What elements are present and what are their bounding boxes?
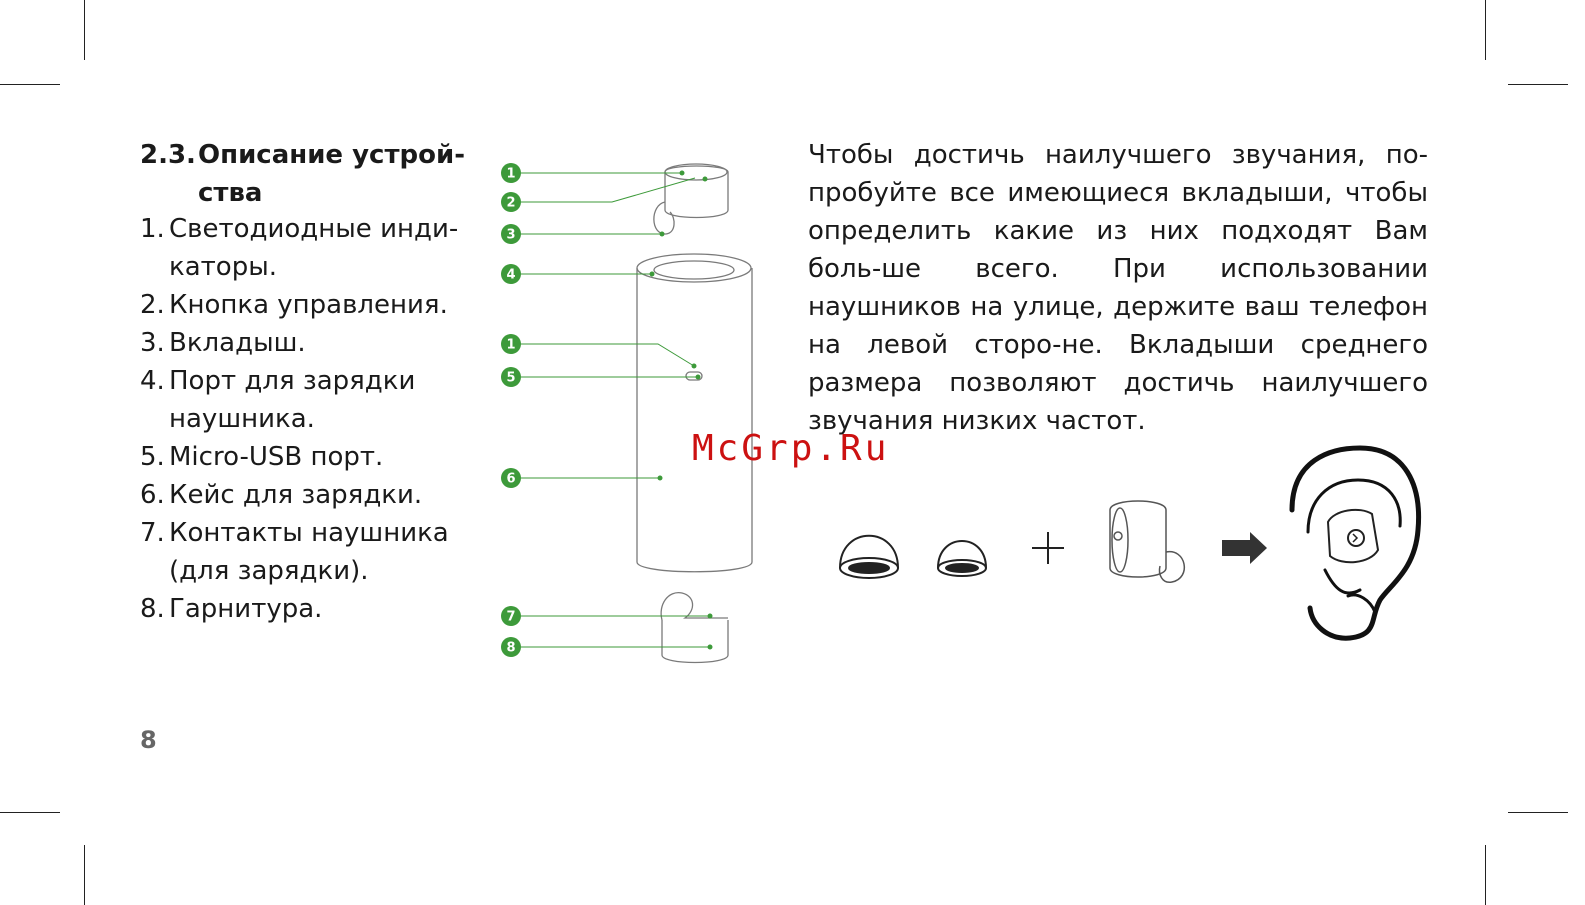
- list-item: 5.Micro-USB порт.: [140, 442, 384, 472]
- device-diagram: 1 2 3 4 1 5 6 7 8: [501, 163, 753, 664]
- callout-3: 3: [501, 224, 521, 244]
- page-number: 8: [140, 726, 157, 754]
- arrow-right-icon: [1222, 532, 1267, 564]
- svg-text:4: 4: [506, 268, 515, 283]
- crop-mark: [1508, 812, 1568, 813]
- list-item: 8.Гарнитура.: [140, 594, 323, 624]
- case-top-rim: [636, 253, 752, 283]
- parts-list: 1.Светодиодные инди-каторы. 2.Кнопка упр…: [140, 210, 470, 628]
- eartip-large-icon: [839, 534, 899, 579]
- svg-text:1: 1: [506, 167, 515, 182]
- usb-port-shape: [685, 371, 703, 381]
- earbud-top-shape: [664, 165, 729, 219]
- crop-mark: [0, 84, 60, 85]
- ear-icon: [1289, 445, 1422, 641]
- callout-1b: 1: [501, 334, 521, 354]
- list-item: 7.Контакты наушника(для зарядки).: [140, 518, 449, 586]
- list-item: 3.Вкладыш.: [140, 328, 306, 358]
- svg-text:1: 1: [506, 338, 515, 353]
- eartip-bottom-shape: [660, 592, 728, 621]
- svg-text:8: 8: [506, 641, 515, 656]
- callout-4: 4: [501, 264, 521, 284]
- callout-1: 1: [501, 163, 521, 183]
- svg-text:5: 5: [506, 371, 515, 386]
- earbud-in-ear-icon: [1326, 508, 1380, 564]
- callout-7: 7: [501, 606, 521, 626]
- usage-paragraph: Чтобы достичь наилучшего звучания, по-пр…: [808, 140, 1428, 436]
- svg-text:2: 2: [506, 196, 515, 211]
- watermark: McGrp.Ru: [692, 428, 890, 469]
- earbud-top-rim: [664, 163, 728, 181]
- callout-5: 5: [501, 367, 521, 387]
- crop-mark: [84, 845, 85, 905]
- section-title-line1: Описание устрой-: [198, 140, 466, 170]
- callout-6: 6: [501, 468, 521, 488]
- section-title-line2: ства: [198, 178, 263, 208]
- list-item: 6.Кейс для зарядки.: [140, 480, 423, 510]
- eartip-small-icon: [937, 540, 987, 577]
- crop-mark: [1485, 845, 1486, 905]
- list-item: 1.Светодиодные инди-каторы.: [140, 214, 459, 282]
- svg-text:7: 7: [506, 610, 515, 625]
- section-heading: 2.3.Описание устрой- ства: [140, 136, 470, 212]
- crop-mark: [1508, 84, 1568, 85]
- eartip-top-shape: [653, 201, 675, 235]
- crop-mark: [0, 812, 60, 813]
- crop-mark: [1485, 0, 1486, 60]
- case-port-ring: [653, 260, 735, 280]
- svg-text:3: 3: [506, 228, 515, 243]
- fitting-illustration: [839, 445, 1422, 641]
- callout-8: 8: [501, 637, 521, 657]
- plus-icon: [1032, 532, 1064, 564]
- case-body-shape: [636, 268, 753, 573]
- crop-mark: [84, 0, 85, 60]
- section-number: 2.3.: [140, 140, 196, 170]
- callout-2: 2: [501, 192, 521, 212]
- earbud-bottom-shape: [661, 620, 729, 664]
- svg-text:6: 6: [506, 472, 515, 487]
- list-item: 2.Кнопка управления.: [140, 290, 448, 320]
- earbud-icon: [1109, 500, 1186, 583]
